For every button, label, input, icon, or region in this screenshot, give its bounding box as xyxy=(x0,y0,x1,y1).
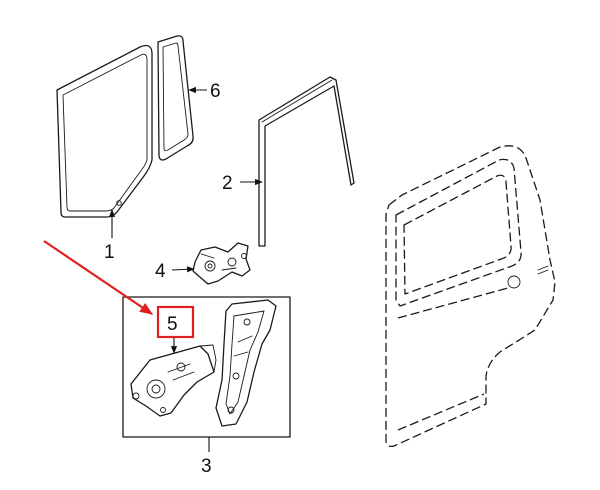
motor-part xyxy=(130,344,217,417)
callout-3: 3 xyxy=(201,456,212,477)
leader-lines xyxy=(108,86,263,452)
highlight-box xyxy=(156,305,195,339)
regulator-assembly-part xyxy=(122,296,291,438)
bracket-part xyxy=(192,242,251,285)
run-channel-part xyxy=(258,76,355,247)
leader-4 xyxy=(171,266,195,273)
stationary-glass-part xyxy=(157,35,194,161)
door-glass-part xyxy=(56,44,153,218)
callout-5: 5 xyxy=(167,314,178,335)
callout-2: 2 xyxy=(222,173,233,194)
highlight-arrow xyxy=(43,240,154,315)
callout-1: 1 xyxy=(104,242,115,263)
door-outline xyxy=(385,145,556,448)
callout-6: 6 xyxy=(210,81,221,102)
callout-4: 4 xyxy=(155,261,166,282)
